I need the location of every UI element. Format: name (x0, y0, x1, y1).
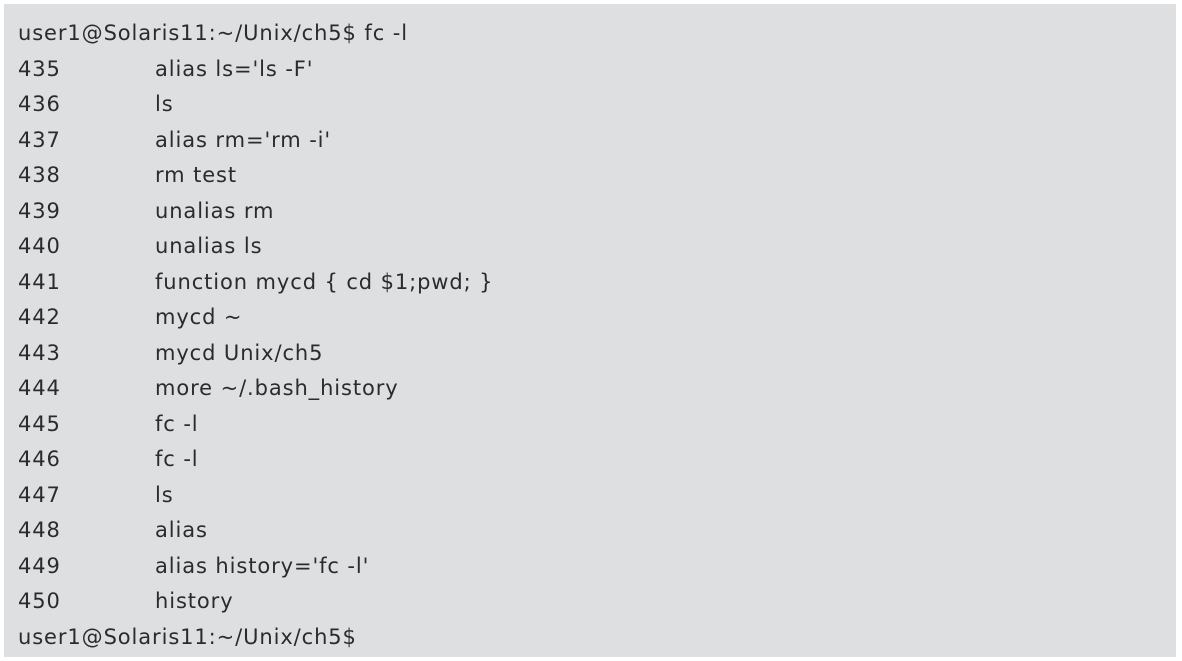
history-entry: 447 ls (18, 478, 1176, 514)
history-number: 444 (18, 376, 61, 400)
history-number: 443 (18, 340, 61, 365)
history-command: unalias rm (155, 198, 275, 223)
history-entry: 439 unalias rm (18, 194, 1176, 230)
history-command: rm test (155, 163, 238, 187)
history-entry: 450 history (18, 584, 1176, 620)
history-number: 450 (18, 589, 61, 613)
history-command: alias (155, 518, 208, 542)
history-command: alias ls='ls -F' (155, 56, 314, 81)
history-number: 442 (18, 305, 61, 329)
history-command: alias history='fc -l' (155, 553, 370, 578)
history-command: ls (155, 482, 174, 507)
history-entry: 441 function mycd { cd $1;pwd; } (18, 265, 1176, 301)
history-entry: 440 unalias ls (18, 229, 1176, 265)
history-number: 446 (18, 447, 61, 471)
history-command: fc -l (155, 447, 199, 471)
history-entry: 437 alias rm='rm -i' (18, 123, 1176, 159)
final-prompt-line: user1@Solaris11:~/Unix/ch5$ (18, 620, 1176, 656)
history-number: 448 (18, 518, 61, 542)
history-entry: 446 fc -l (18, 442, 1176, 478)
history-entry: 448 alias (18, 513, 1176, 549)
history-number: 441 (18, 269, 61, 294)
history-number: 445 (18, 411, 61, 436)
history-number: 439 (18, 198, 61, 223)
history-command: unalias ls (155, 234, 263, 258)
history-entry: 435 alias ls='ls -F' (18, 52, 1176, 88)
history-entry: 449 alias history='fc -l' (18, 549, 1176, 585)
history-entry: 438 rm test (18, 158, 1176, 194)
history-command: mycd ~ (155, 305, 243, 329)
terminal-window[interactable]: user1@Solaris11:~/Unix/ch5$ fc -l 435 ali… (4, 4, 1176, 657)
history-command: fc -l (155, 411, 199, 436)
shell-prompt: user1@Solaris11:~/Unix/ch5$ (18, 21, 357, 45)
history-number: 449 (18, 553, 61, 578)
history-entry: 436 ls (18, 87, 1176, 123)
history-number: 447 (18, 482, 61, 507)
history-command: mycd Unix/ch5 (155, 340, 324, 365)
command-line: user1@Solaris11:~/Unix/ch5$ fc -l (18, 16, 1176, 52)
history-number: 440 (18, 234, 61, 258)
history-command: more ~/.bash_history (155, 376, 399, 400)
history-entry: 444 more ~/.bash_history (18, 371, 1176, 407)
history-number: 438 (18, 163, 61, 187)
typed-command: fc -l (364, 21, 408, 45)
history-entry: 442 mycd ~ (18, 300, 1176, 336)
history-command: function mycd { cd $1;pwd; } (155, 269, 494, 294)
history-command: ls (155, 92, 174, 116)
shell-prompt: user1@Solaris11:~/Unix/ch5$ (18, 624, 357, 649)
history-command: history (155, 589, 234, 613)
history-entry: 443 mycd Unix/ch5 (18, 336, 1176, 372)
history-command: alias rm='rm -i' (155, 127, 332, 152)
history-number: 436 (18, 92, 61, 116)
history-entry: 445 fc -l (18, 407, 1176, 443)
history-number: 435 (18, 56, 61, 81)
history-number: 437 (18, 127, 61, 152)
